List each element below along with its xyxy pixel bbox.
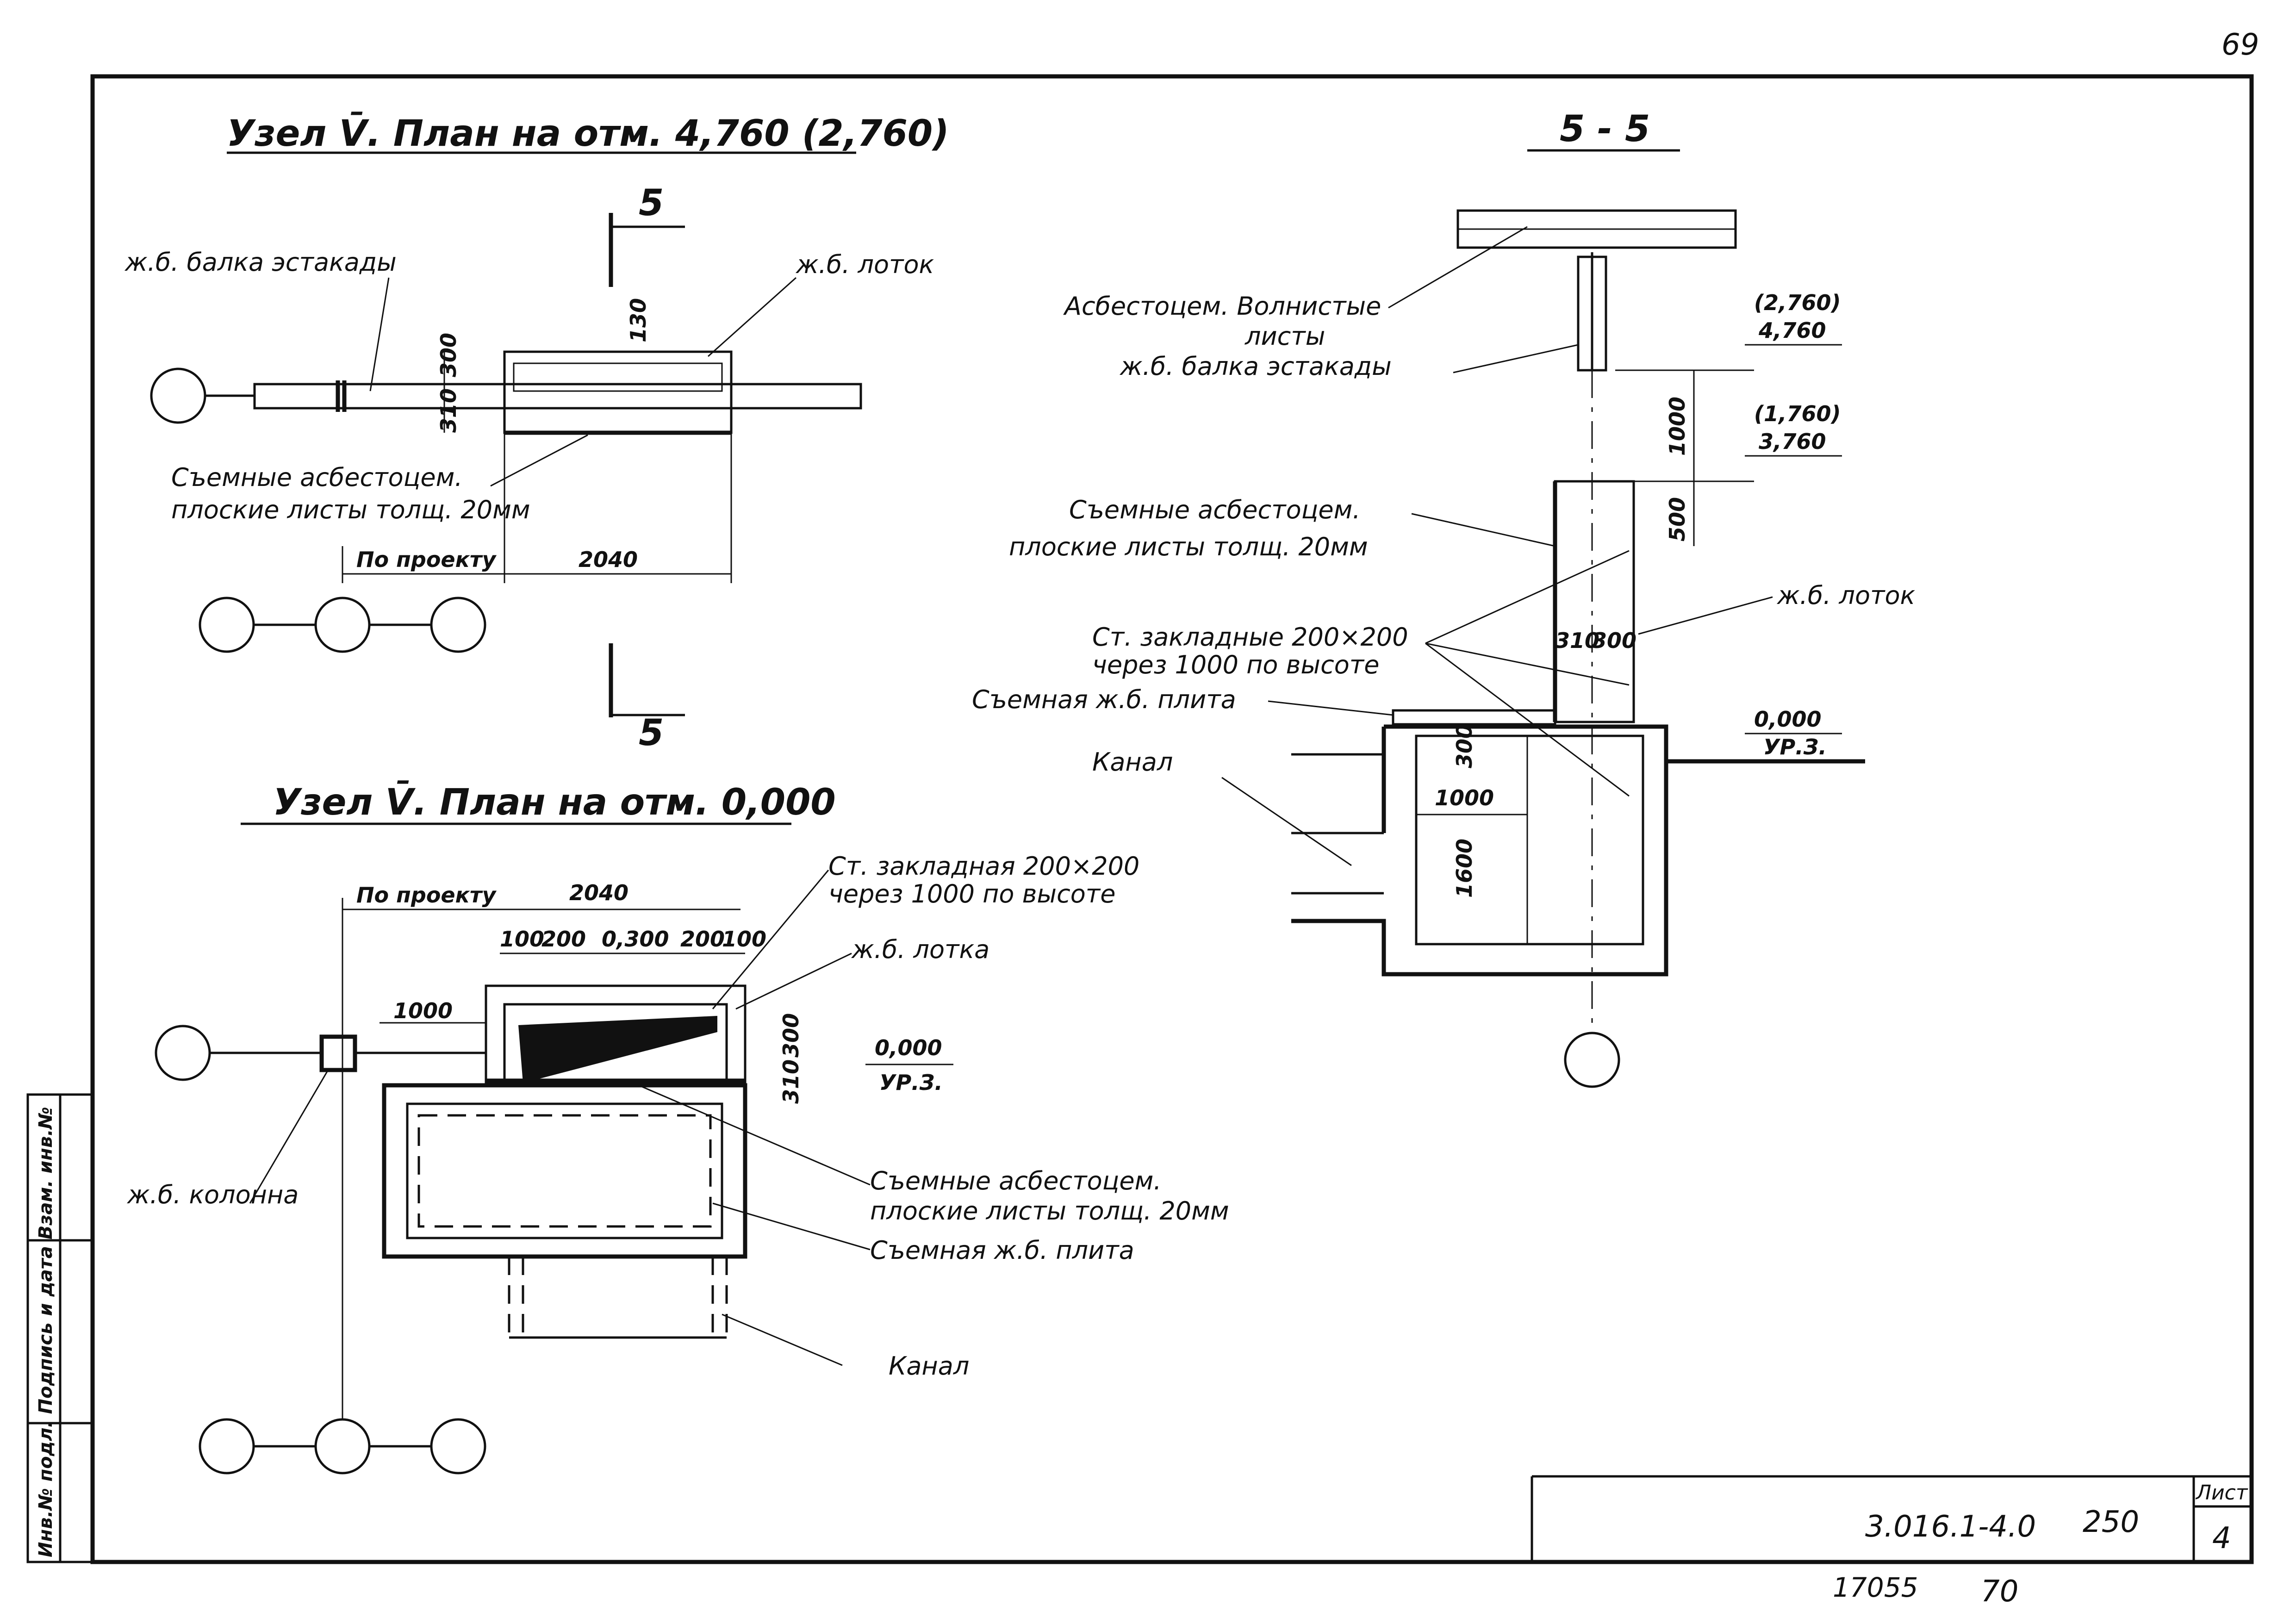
- dim-300-section-b: 300: [1452, 724, 1477, 768]
- dim-by-project-top: По проекту: [356, 547, 497, 572]
- label-channel-bottom: Канал: [889, 1351, 969, 1381]
- plan-bottom: Узел V̄. План на отм. 0,000 По проекту 2…: [126, 780, 1229, 1475]
- axis-bubble: [1564, 1032, 1620, 1088]
- level-ur-bottom: УР.З.: [879, 1070, 943, 1095]
- axis-bubble: [314, 597, 371, 653]
- label-sheets-bottom-2: плоские листы толщ. 20мм: [870, 1196, 1229, 1226]
- sheet-number: 4: [2212, 1521, 2231, 1556]
- label-wavy-1: Асбестоцем. Волнистые: [1063, 292, 1381, 321]
- side-strip: Инв.№ подл. Подпись и дата Взам. инв.№: [26, 1093, 94, 1563]
- axis-bubble: [199, 1418, 255, 1475]
- label-tray-top: ж.б. лоток: [795, 250, 934, 279]
- plan-bottom-title: Узел V̄. План на отм. 0,000: [273, 780, 836, 823]
- axis-bubble: [430, 1418, 486, 1475]
- dim-by-project-bottom: По проекту: [356, 883, 497, 908]
- dim-300-bottom: 300: [778, 1013, 803, 1058]
- dim-0300: 0,300: [602, 927, 669, 952]
- section-mark-top: 5: [639, 182, 664, 224]
- label-sheets-bottom-1: Съемные асбестоцем.: [870, 1166, 1162, 1195]
- column: [319, 1034, 357, 1072]
- sheet-label: Лист: [2195, 1481, 2248, 1505]
- axis-bubble: [314, 1418, 371, 1475]
- label-slab-bottom: Съемная ж.б. плита: [870, 1236, 1134, 1265]
- plan-top: Узел V̄. План на отм. 4,760 (2,760) 5 5 …: [124, 112, 949, 754]
- label-beam-top: ж.б. балка эстакады: [124, 248, 397, 277]
- label-wavy-2: листы: [1244, 322, 1325, 351]
- axis-bubble: [150, 367, 206, 424]
- axis-bubble: [155, 1025, 211, 1081]
- label-embed-bottom-2: через 1000 по высоте: [828, 879, 1115, 908]
- dim-310-bottom: 310: [778, 1059, 803, 1104]
- label-embed-section-2: через 1000 по высоте: [1092, 650, 1379, 679]
- dim-200: 200: [541, 927, 586, 952]
- dim-300-section: 300: [1592, 628, 1636, 653]
- label-sheets-top-1: Съемные асбестоцем.: [171, 463, 463, 492]
- sheet-frame: [90, 74, 2254, 1564]
- dim-2040-bottom: 2040: [569, 880, 628, 905]
- side-strip-text: Инв.№ подл. Подпись и дата Взам. инв.№: [35, 1107, 56, 1557]
- level-4760: 4,760: [1758, 318, 1826, 343]
- dim-2040-top: 2040: [579, 547, 638, 572]
- section-title: 5 - 5: [1560, 108, 1650, 150]
- label-embed-section-1: Ст. закладные 200×200: [1092, 622, 1408, 652]
- label-beam-section: ж.б. балка эстакады: [1119, 352, 1392, 381]
- stamp-number: 250: [2083, 1505, 2139, 1539]
- dim-1600: 1600: [1452, 839, 1477, 898]
- label-sheets-section-2: плоские листы толщ. 20мм: [1009, 532, 1368, 561]
- level-3760: 3,760: [1759, 429, 1826, 454]
- label-slab-section: Съемная ж.б. плита: [972, 685, 1236, 714]
- dim-310: 310: [436, 388, 461, 433]
- axis-bubble: [430, 597, 486, 653]
- level-0000-bottom: 0,000: [875, 1035, 942, 1060]
- dim-1000-section: 1000: [1435, 785, 1494, 810]
- dim-300: 300: [436, 333, 461, 377]
- dim-1000-vert: 1000: [1665, 397, 1690, 456]
- section-mark-bottom: 5: [639, 712, 664, 754]
- page-number: 69: [2221, 28, 2259, 62]
- label-embed-bottom-1: Ст. закладная 200×200: [828, 852, 1139, 881]
- label-channel-section: Канал: [1092, 747, 1173, 777]
- label-sheets-section-1: Съемные асбестоцем.: [1069, 495, 1361, 524]
- footer-page: 70: [1981, 1574, 2018, 1609]
- level-1760: (1,760): [1754, 401, 1841, 426]
- dim-100-b: 100: [722, 927, 766, 952]
- section-5-5: 5 - 5 Асбестоцем. Волнистые листы ж.б. б…: [972, 108, 1915, 1088]
- dim-500: 500: [1665, 497, 1690, 541]
- axis-bubble: [199, 597, 255, 653]
- label-tray-bottom: ж.б. лотка: [851, 935, 989, 964]
- label-tray-section: ж.б. лоток: [1776, 581, 1915, 610]
- level-ur-section: УР.З.: [1763, 734, 1827, 759]
- plan-top-title: Узел V̄. План на отм. 4,760 (2,760): [227, 112, 949, 155]
- level-2760: (2,760): [1754, 290, 1841, 315]
- title-block: 3.016.1-4.0 250 Лист 4: [1531, 1475, 2252, 1562]
- level-0000-section: 0,000: [1754, 707, 1822, 732]
- dim-130: 130: [626, 298, 651, 342]
- dim-100: 100: [500, 927, 544, 952]
- stamp-code: 3.016.1-4.0: [1865, 1510, 2036, 1544]
- dim-200-b: 200: [680, 927, 725, 952]
- footer-inv: 17055: [1833, 1572, 1918, 1603]
- label-sheets-top-2: плоские листы толщ. 20мм: [171, 495, 530, 524]
- label-column: ж.б. колонна: [126, 1180, 299, 1209]
- dim-1000-bottom: 1000: [393, 998, 453, 1023]
